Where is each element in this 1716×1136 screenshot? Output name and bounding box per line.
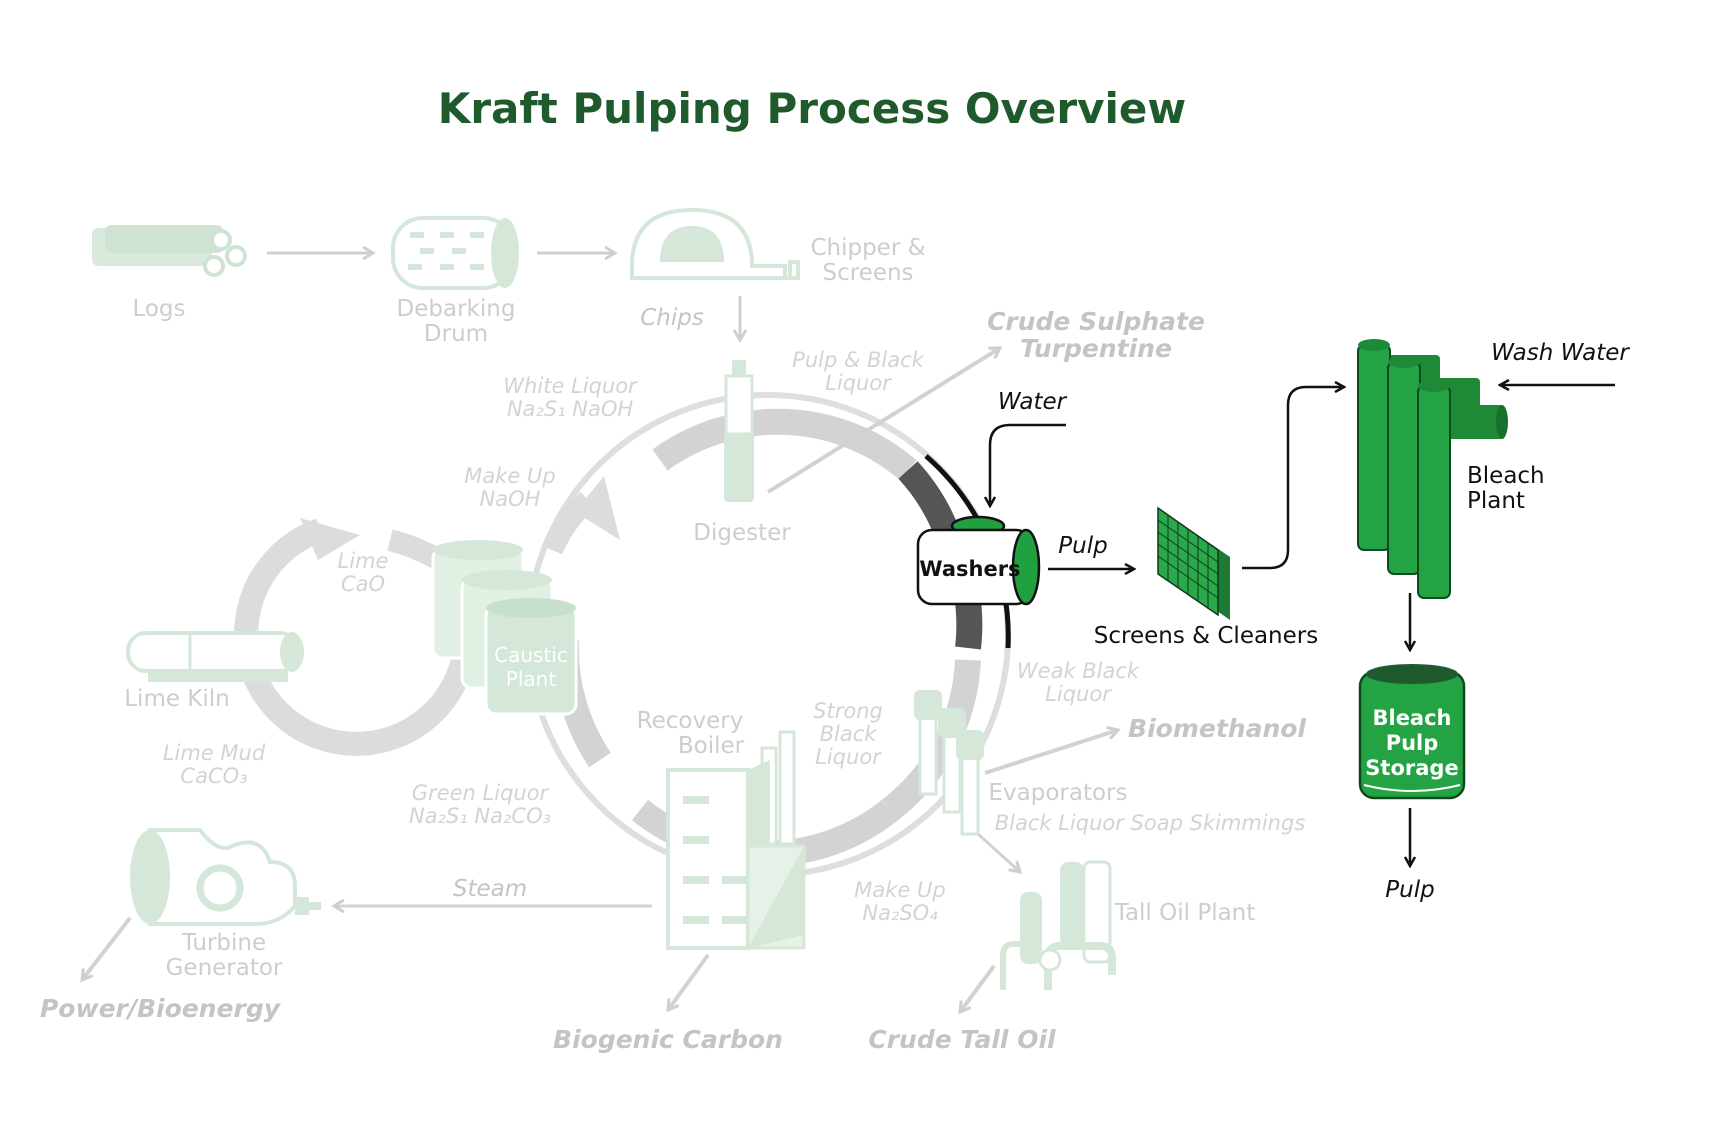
crude-sulphate-label-2: Turpentine [1020, 334, 1172, 363]
makeup-naoh-label: Make Up [464, 464, 555, 488]
chipper-icon [630, 207, 800, 280]
digester-icon [724, 360, 754, 502]
turbine-generator-icon [130, 828, 321, 926]
bleach-plant-label-2: Plant [1467, 488, 1525, 514]
washers-icon [916, 515, 1041, 606]
digester-label: Digester [693, 520, 791, 546]
bleach-storage-label: Bleach [1372, 706, 1451, 730]
biogenic-label: Biogenic Carbon [553, 1025, 783, 1054]
recovery-boiler-label: Recovery [637, 708, 744, 734]
biomethanol-label: Biomethanol [1128, 714, 1306, 743]
pulp-out-label: Pulp [1385, 877, 1434, 903]
turbine-label: Turbine [181, 930, 266, 956]
strong-black-liquor-label: Strong [813, 699, 883, 723]
water-arrow [990, 423, 1066, 506]
soap-skimmings-label: Black Liquor Soap Skimmings [995, 811, 1306, 835]
tall-oil-plant-icon [1000, 860, 1116, 990]
makeup-na2so4-label-2: Na₂SO₄ [862, 901, 938, 925]
pulp-black-liquor-label-2: Liquor [825, 371, 892, 395]
green-liquor-label-2: Na₂S₁ Na₂CO₃ [409, 804, 551, 828]
makeup-naoh-label-2: NaOH [480, 487, 541, 511]
screens-cleaners-icon [1157, 506, 1230, 620]
makeup-na2so4-label: Make Up [854, 878, 945, 902]
biomethanol-arrow [984, 730, 1118, 775]
strong-black-liquor-label-3: Liquor [815, 745, 882, 769]
white-liquor-label-2: Na₂S₁ NaOH [507, 397, 634, 421]
debarking-drum-icon [391, 216, 519, 290]
power-label: Power/Bioenergy [40, 994, 282, 1023]
water-label: Water [998, 389, 1068, 415]
biogenic-arrow [668, 953, 710, 1010]
bleach-storage-icon [1358, 664, 1466, 800]
turbine-label-2: Generator [166, 955, 283, 981]
to-bleach-arrow [1242, 387, 1344, 570]
evaporators-icon [914, 690, 984, 836]
debarking-label-2: Drum [424, 321, 488, 347]
lime-cao-label-2: CaO [341, 572, 385, 596]
tall-oil-arrow [976, 832, 1020, 872]
power-arrow [82, 916, 132, 980]
bleach-plant-label: Bleach [1467, 463, 1545, 489]
wash-water-label: Wash Water [1491, 340, 1630, 366]
caustic-plant-label: Caustic [494, 643, 568, 667]
crude-tall-oil-arrow [960, 964, 996, 1012]
page-title: Kraft Pulping Process Overview [438, 84, 1186, 133]
recovery-boiler-label-2: Boiler [678, 733, 745, 759]
recovery-boiler-icon [666, 730, 806, 950]
lime-cao-label: Lime [338, 549, 389, 573]
turpentine-arrow [766, 346, 1000, 494]
chips-label: Chips [640, 305, 704, 331]
weak-black-liquor-label-2: Liquor [1045, 682, 1112, 706]
pulp-black-liquor-label: Pulp & Black [792, 348, 925, 372]
chipper-label: Chipper & [810, 235, 925, 261]
logs-label: Logs [132, 296, 185, 322]
crude-tall-oil-label: Crude Tall Oil [868, 1025, 1056, 1054]
evaporators-label: Evaporators [989, 780, 1128, 806]
bleach-plant-icon [1357, 339, 1508, 599]
steam-label: Steam [453, 876, 527, 902]
lime-mud-label-2: CaCO₃ [180, 764, 247, 788]
screens-cleaners-label: Screens & Cleaners [1094, 623, 1318, 649]
tall-oil-plant-label: Tall Oil Plant [1114, 900, 1256, 926]
caustic-plant-label-2: Plant [506, 667, 557, 691]
lime-kiln-icon [126, 631, 304, 682]
strong-black-liquor-label-2: Black [820, 722, 878, 746]
green-liquor-label: Green Liquor [412, 781, 550, 805]
lime-mud-label: Lime Mud [163, 741, 266, 765]
pulp-mid-label: Pulp [1058, 533, 1107, 559]
lime-kiln-label: Lime Kiln [124, 686, 230, 712]
caustic-plant-icon [431, 540, 578, 716]
debarking-label: Debarking [397, 296, 516, 322]
chipper-label-2: Screens [822, 260, 913, 286]
bleach-storage-label-2: Pulp [1386, 731, 1439, 755]
white-liquor-label: White Liquor [503, 374, 638, 398]
crude-sulphate-label: Crude Sulphate [987, 307, 1205, 336]
logs-icon [92, 225, 247, 277]
weak-black-liquor-label: Weak Black [1017, 659, 1140, 683]
bleach-storage-label-3: Storage [1365, 756, 1458, 780]
washers-label: Washers [919, 557, 1020, 581]
